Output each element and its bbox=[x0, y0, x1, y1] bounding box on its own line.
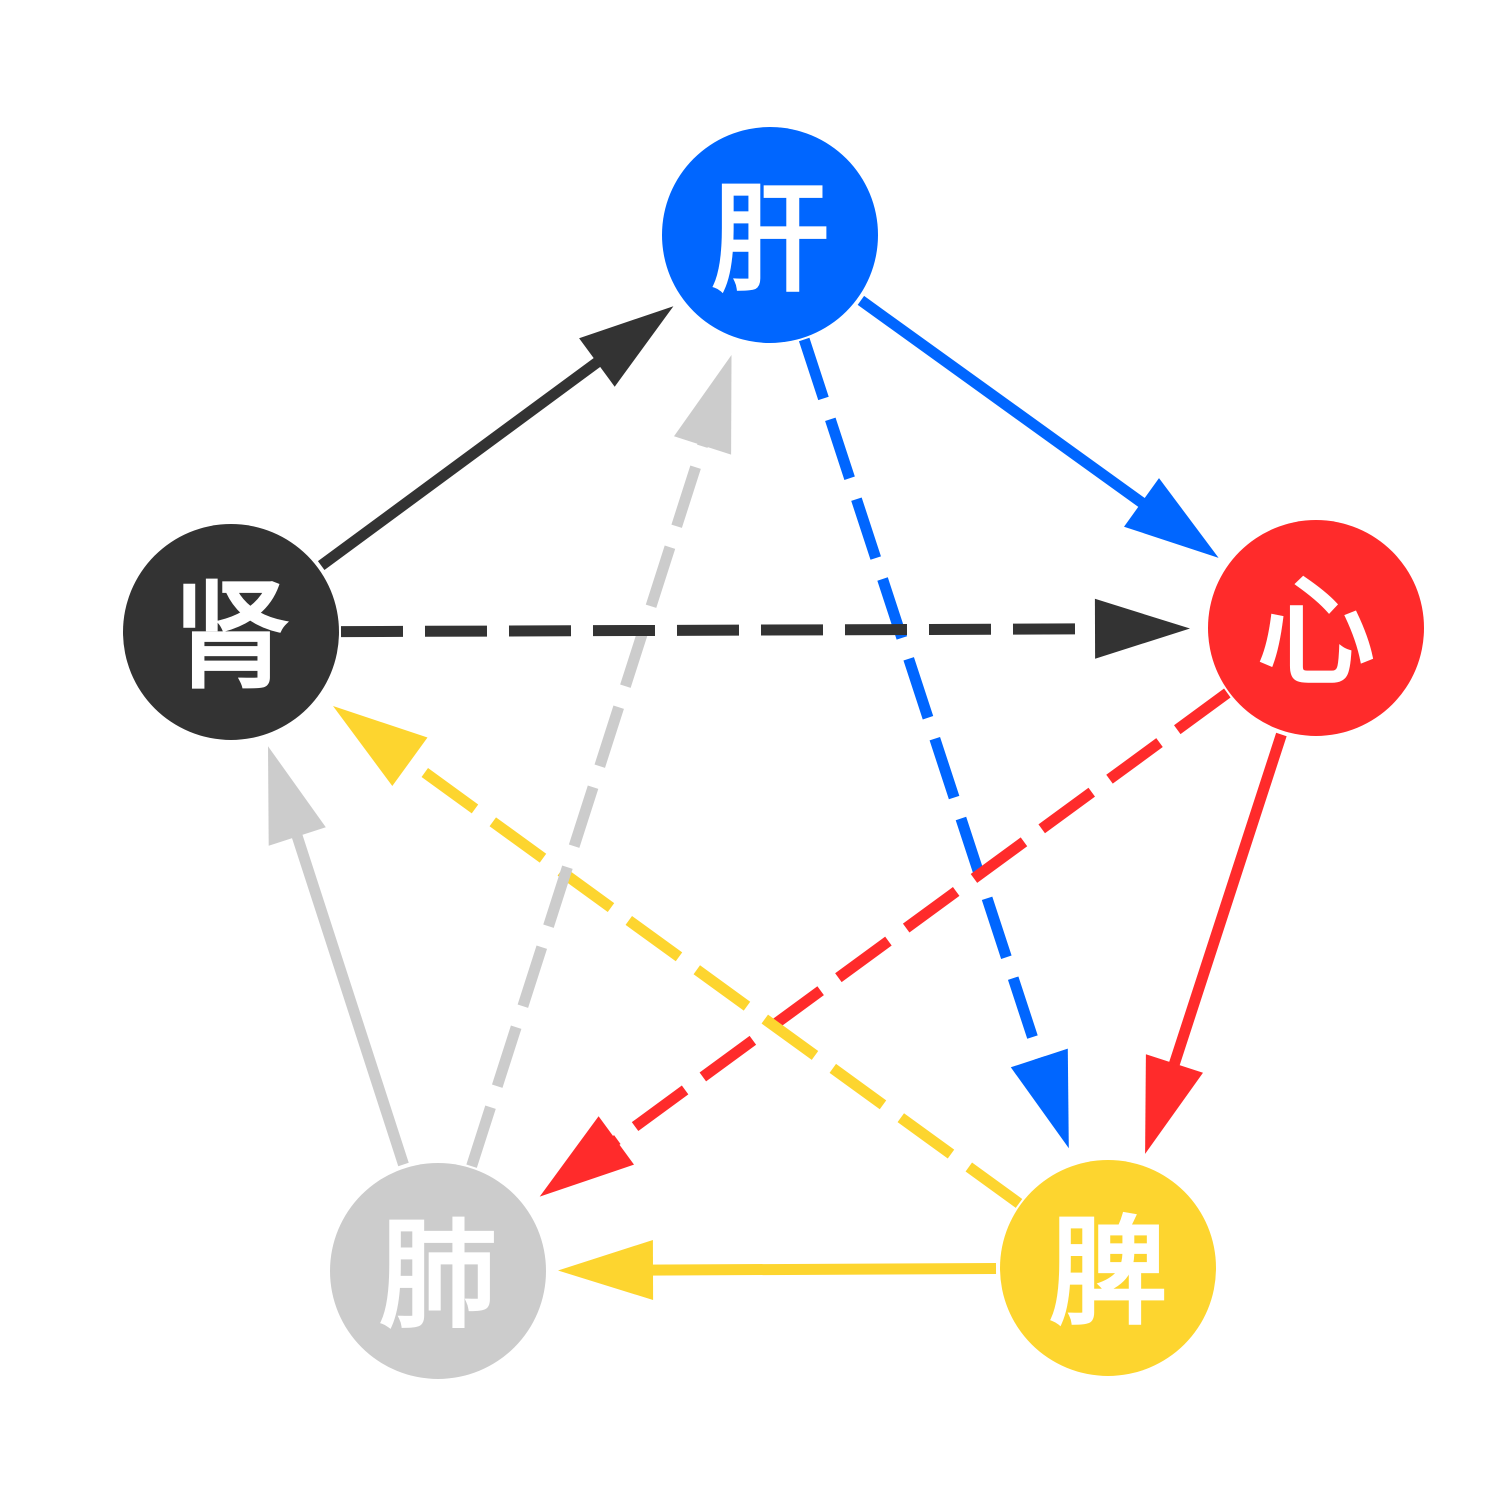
node-kidney: 肾 bbox=[123, 524, 339, 740]
edge-heart-to-lung bbox=[539, 688, 1231, 1197]
node-kidney-label: 肾 bbox=[172, 567, 290, 706]
node-liver: 肝 bbox=[662, 127, 878, 343]
edge-spleen-to-kidney bbox=[333, 706, 1023, 1208]
edge-spleen-to-lung-arrowhead bbox=[558, 1240, 654, 1300]
edge-heart-to-lung-line bbox=[606, 688, 1231, 1150]
edge-lung-to-kidney bbox=[268, 746, 409, 1167]
edge-spleen-to-kidney-line bbox=[400, 752, 1023, 1208]
edge-liver-to-spleen bbox=[798, 337, 1069, 1149]
node-lung-circle bbox=[330, 1163, 546, 1379]
edge-lung-to-liver-arrowhead bbox=[674, 355, 732, 455]
edge-kidney-to-heart bbox=[340, 598, 1190, 659]
node-heart-label: 心 bbox=[1257, 563, 1375, 702]
edge-kidney-to-liver-arrowhead bbox=[579, 306, 674, 387]
node-lung-label: 肺 bbox=[379, 1206, 497, 1345]
edge-lung-to-kidney-arrowhead bbox=[268, 746, 326, 846]
node-spleen-label: 脾 bbox=[1049, 1203, 1167, 1342]
edge-kidney-to-heart-line bbox=[340, 623, 1104, 638]
edge-liver-to-heart bbox=[857, 295, 1219, 558]
edge-lung-to-liver-line bbox=[466, 436, 711, 1168]
edge-heart-to-spleen bbox=[1145, 732, 1287, 1154]
edge-heart-to-spleen-arrowhead bbox=[1145, 1054, 1203, 1154]
edge-spleen-to-kidney-arrowhead bbox=[333, 706, 428, 786]
edge-liver-to-spleen-arrowhead bbox=[1010, 1048, 1069, 1149]
edge-lung-to-liver bbox=[466, 355, 732, 1168]
edge-heart-to-lung-arrowhead bbox=[539, 1116, 634, 1197]
edge-liver-to-heart-line bbox=[857, 295, 1152, 512]
node-heart: 心 bbox=[1208, 520, 1424, 736]
edge-heart-to-spleen-line bbox=[1166, 732, 1287, 1073]
edge-lung-to-kidney-line bbox=[289, 827, 409, 1167]
node-liver-label: 肝 bbox=[711, 170, 829, 309]
edge-kidney-to-liver-line bbox=[317, 353, 607, 571]
node-lung: 肺 bbox=[330, 1163, 546, 1379]
edge-kidney-to-heart-arrowhead bbox=[1094, 598, 1190, 659]
edge-spleen-to-lung-line bbox=[644, 1263, 997, 1276]
node-spleen-circle bbox=[1000, 1160, 1216, 1376]
edges-layer bbox=[268, 295, 1287, 1300]
node-kidney-circle bbox=[123, 524, 339, 740]
node-heart-circle bbox=[1208, 520, 1424, 736]
edge-kidney-to-liver bbox=[317, 306, 674, 571]
edge-liver-to-heart-arrowhead bbox=[1124, 478, 1219, 558]
edge-spleen-to-lung bbox=[558, 1240, 997, 1300]
nodes-layer: 肝 心 脾 肺 肾 bbox=[123, 127, 1424, 1379]
edge-liver-to-spleen-line bbox=[798, 337, 1048, 1068]
node-liver-circle bbox=[662, 127, 878, 343]
node-spleen: 脾 bbox=[1000, 1160, 1216, 1376]
